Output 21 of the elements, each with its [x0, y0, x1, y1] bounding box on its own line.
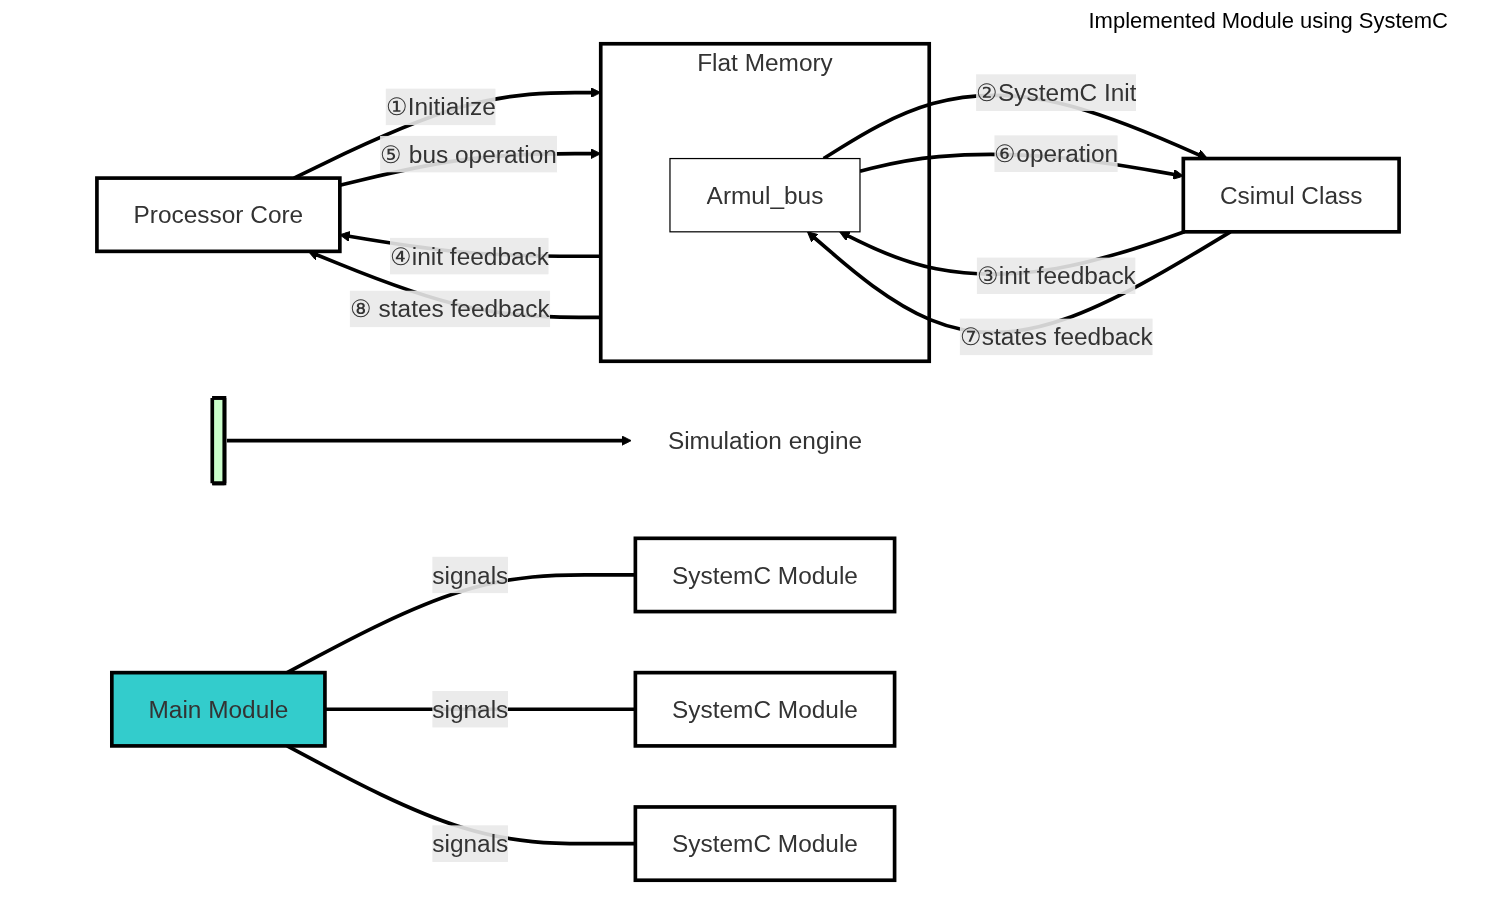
- edge-label: ④init feedback: [389, 242, 549, 270]
- edge-label: ⑦states feedback: [959, 323, 1153, 351]
- node-box: SystemC Module: [633, 536, 897, 614]
- edge-label: ⑥operation: [994, 140, 1119, 168]
- edge-label: ①Initialize: [385, 93, 496, 121]
- edge-label: signals: [432, 561, 509, 589]
- edge-label: signals: [432, 695, 509, 723]
- edge-label: ③init feedback: [976, 262, 1136, 290]
- node-box: Processor Core: [95, 176, 342, 254]
- node-box: Main Module: [110, 670, 327, 748]
- node-box: SystemC Module: [633, 670, 897, 748]
- node-box: Csimul Class: [1181, 156, 1401, 234]
- edge-label: signals: [432, 830, 509, 858]
- node-text: Simulation engine: [667, 427, 863, 455]
- node-box: Armul_bus: [669, 157, 861, 233]
- node-box: SystemC Module: [633, 805, 897, 883]
- heading-note: Implemented Module using SystemC: [1088, 8, 1448, 34]
- edge-label: ⑧ states feedback: [349, 295, 550, 323]
- edge-label: ②SystemC Init: [976, 79, 1137, 107]
- arrow: [226, 435, 632, 446]
- edge-label: ⑤ bus operation: [380, 140, 557, 168]
